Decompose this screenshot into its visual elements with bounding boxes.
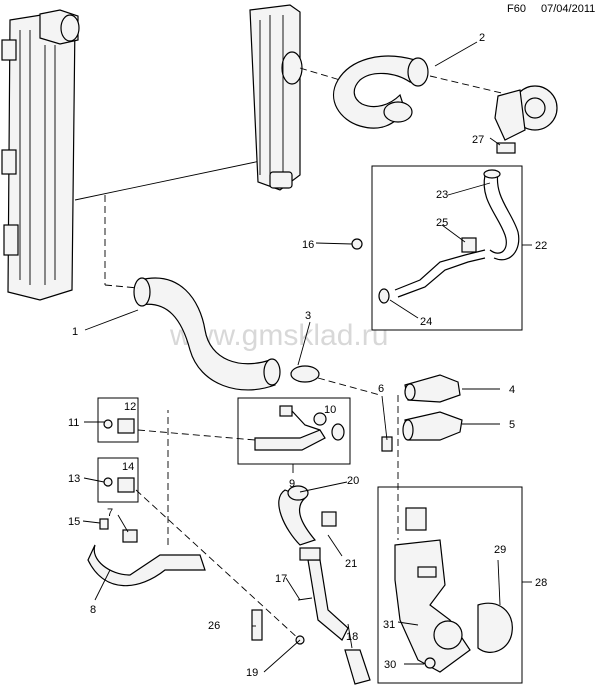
callout-31: 31	[383, 619, 395, 631]
callout-7: 7	[107, 507, 113, 519]
callout-18: 18	[346, 631, 358, 643]
hose-8	[87, 410, 206, 587]
group-box-22	[371, 165, 523, 331]
pipe-17	[251, 547, 371, 685]
pipe-assembly-9	[254, 405, 345, 451]
callout-22: 22	[535, 240, 547, 252]
callout-4: 4	[509, 384, 515, 396]
group-box-14	[97, 457, 139, 503]
upper-hose-2	[299, 55, 511, 129]
callout-13: 13	[68, 473, 80, 485]
group-box-12	[97, 397, 139, 443]
callout-17: 17	[275, 573, 287, 585]
callout-12: 12	[124, 401, 136, 413]
plug-14	[103, 477, 135, 493]
callout-9: 9	[289, 478, 295, 490]
callout-1: 1	[72, 326, 78, 338]
callout-21: 21	[345, 558, 357, 570]
lower-hose-1	[104, 195, 381, 396]
leader-12-to-9	[137, 429, 256, 441]
callout-15: 15	[68, 516, 80, 528]
group-box-9	[237, 397, 351, 465]
callout-19: 19	[246, 667, 258, 679]
callout-24: 24	[420, 316, 432, 328]
thermostat-housing-28	[394, 507, 513, 673]
callout-23: 23	[436, 189, 448, 201]
callout-16: 16	[302, 239, 314, 251]
callout-10: 10	[324, 404, 336, 416]
hose-20	[278, 485, 337, 546]
callout-20: 20	[347, 475, 359, 487]
callout-numbers: 2 27 23 22 25 16 24 1 3 4 5 6 10 12 11 1…	[68, 32, 547, 679]
callout-14: 14	[122, 461, 134, 473]
thermostat-housing-top	[494, 85, 558, 154]
callout-26: 26	[208, 620, 220, 632]
callout-2: 2	[479, 32, 485, 44]
plug-12	[103, 418, 135, 434]
hose-4	[404, 374, 461, 403]
leader-14-to-19	[135, 489, 301, 641]
diagram-date: 07/04/2011	[541, 3, 596, 15]
callout-5: 5	[509, 419, 515, 431]
group-box-28	[377, 486, 523, 684]
pipe-assembly-22	[351, 169, 520, 304]
callout-11: 11	[68, 417, 79, 429]
callout-30: 30	[384, 659, 396, 671]
callout-28: 28	[535, 577, 547, 589]
callout-3: 3	[305, 310, 311, 322]
diagram-code: F60	[507, 3, 526, 15]
callout-25: 25	[436, 217, 448, 229]
hose-5	[381, 411, 463, 452]
callout-6: 6	[378, 383, 384, 395]
callout-29: 29	[494, 544, 506, 556]
leader-lines	[82, 41, 532, 673]
callout-8: 8	[90, 604, 96, 616]
radiator	[1, 9, 266, 301]
callout-27: 27	[472, 134, 484, 146]
radiator-right-tank	[249, 4, 303, 191]
